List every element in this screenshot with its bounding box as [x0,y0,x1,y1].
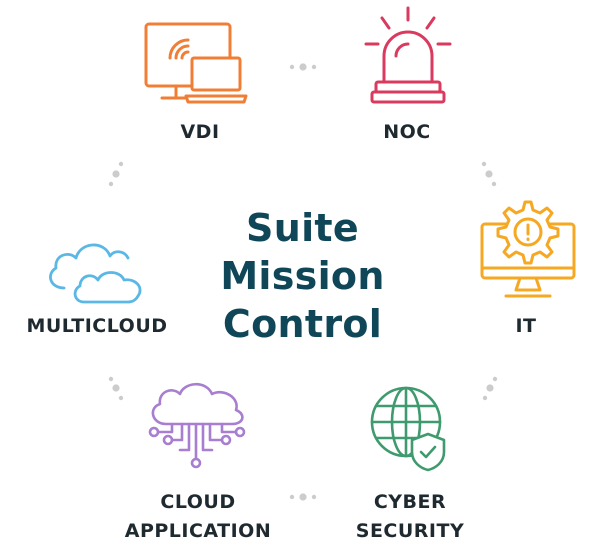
node-label-cloud-line1: CLOUD [160,491,236,513]
clouds-icon [49,243,142,304]
cloud-circuit-icon [148,382,246,469]
connector-dots-multicloud-vdi [108,161,124,187]
connector-dots-cloud-multicloud [108,376,124,401]
center-title-line3: Control [222,302,383,346]
node-label-vdi: VDI [180,121,220,143]
connector-dots-it-cyber [482,376,498,401]
center-title: Suite Mission Control [200,204,405,348]
remote-desktop-icon [144,22,248,104]
node-label-cyber-security: CYBER SECURITY [340,488,480,546]
center-title-line1: Suite [246,206,359,250]
node-label-multicloud: MULTICLOUD [26,315,168,337]
node-label-cyber-line1: CYBER [373,491,447,513]
node-label-cloud-application: CLOUD APPLICATION [118,488,278,546]
center-title-line2: Mission [220,254,385,298]
alarm-siren-icon [364,6,452,104]
node-label-it: IT [515,315,537,337]
globe-shield-icon [370,386,446,472]
node-label-cloud-line2: APPLICATION [124,520,272,542]
node-label-cyber-line2: SECURITY [355,520,465,542]
monitor-gear-alert-icon [480,200,576,298]
connector-dots-noc-it [481,161,497,187]
node-label-noc: NOC [383,121,431,143]
connector-dots-vdi-noc [289,63,317,71]
connector-dots-cyber-cloud [289,493,317,501]
